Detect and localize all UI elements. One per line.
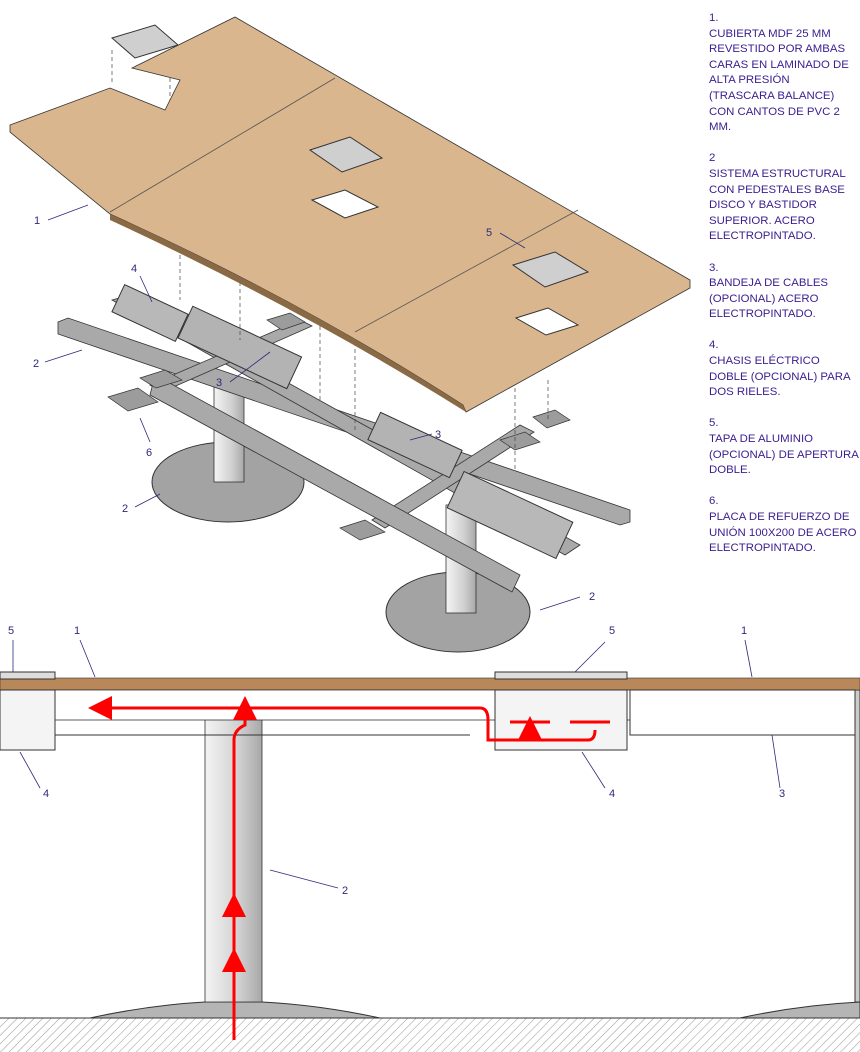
- note-line: DOBLE.: [709, 464, 751, 477]
- note-line: UNIÓN 100X200 DE ACERO: [709, 526, 857, 539]
- section-view: [0, 671, 860, 1052]
- label-cover: 5: [609, 625, 615, 637]
- note-item: 6. PLACA DE REFUERZO DE UNIÓN 100X200 DE A…: [709, 494, 859, 556]
- note-line: BANDEJA DE CABLES: [709, 277, 829, 290]
- cable-tray-right: [367, 411, 463, 479]
- label-pedestal: 2: [122, 503, 128, 515]
- label-tabletop: 1: [74, 625, 80, 637]
- note-line: SUPERIOR. ACERO: [709, 214, 815, 227]
- label-cover: 5: [486, 227, 492, 239]
- section-callouts: 5 1 5 1 4 4 3 2: [8, 625, 785, 897]
- note-line: (TRASCARA BALANCE): [709, 89, 835, 102]
- note-item: 1. CUBIERTA MDF 25 MM REVESTIDO POR AMBAS C…: [709, 11, 859, 136]
- label-tray: 3: [435, 429, 441, 441]
- note-item: 5. TAPA DE ALUMINIO (OPCIONAL) DE APERTURA…: [709, 416, 859, 478]
- label-chassis: 4: [131, 263, 137, 275]
- note-line: CON PEDESTALES BASE: [709, 183, 845, 196]
- note-line: DOS RIELES.: [709, 386, 781, 399]
- note-line: ELECTROPINTADO.: [709, 308, 816, 321]
- note-line: TAPA DE ALUMINIO: [709, 433, 814, 446]
- note-number: 2: [709, 152, 716, 165]
- reinforcement-plates: [107, 312, 571, 541]
- note-line: ELECTROPINTADO.: [709, 230, 816, 243]
- note-number: 1.: [709, 12, 719, 24]
- note-line: ALTA PRESIÓN: [709, 74, 790, 87]
- note-line: PLACA DE REFUERZO DE: [709, 511, 850, 523]
- structural-frame: [57, 283, 631, 593]
- label-cover: 5: [8, 625, 14, 637]
- note-line: CON CANTOS DE PVC 2: [709, 105, 840, 118]
- note-line: CUBIERTA MDF 25 MM: [709, 27, 831, 40]
- cable-path: [88, 696, 610, 1040]
- aluminium-covers: [110, 24, 590, 288]
- electric-chassis-right: [446, 470, 574, 560]
- note-number: 5.: [709, 417, 719, 430]
- note-line: SISTEMA ESTRUCTURAL: [709, 167, 846, 180]
- note-number: 6.: [709, 495, 719, 508]
- label-chassis: 4: [43, 788, 49, 800]
- label-tabletop: 1: [741, 625, 747, 637]
- note-line: REVESTIDO POR AMBAS: [709, 43, 846, 56]
- note-line: MM.: [709, 121, 732, 134]
- label-pedestal: 2: [589, 591, 595, 603]
- note-item: 4. CHASIS ELÉCTRICO DOBLE (OPCIONAL) PARA D…: [709, 338, 859, 400]
- note-line: (OPCIONAL) ACERO: [709, 292, 819, 305]
- label-chassis: 4: [609, 788, 615, 800]
- label-column: 2: [342, 885, 348, 897]
- exploded-callouts: 1 2 4 3 6 2 3 5 2: [33, 204, 595, 611]
- note-line: ELECTROPINTADO.: [709, 542, 816, 555]
- label-tabletop: 1: [34, 215, 40, 227]
- electric-chassis-left: [111, 283, 189, 343]
- cable-tray-left: [177, 305, 303, 390]
- label-tray: 3: [779, 788, 785, 800]
- note-line: (OPCIONAL) DE APERTURA: [709, 448, 859, 461]
- label-plate: 6: [146, 447, 152, 459]
- component-notes: 1. CUBIERTA MDF 25 MM REVESTIDO POR AMBAS C…: [709, 11, 859, 572]
- note-number: 3.: [709, 261, 719, 274]
- note-item: 3. BANDEJA DE CABLES (OPCIONAL) ACERO ELECT…: [709, 261, 859, 323]
- note-number: 4.: [709, 339, 719, 352]
- note-line: DOBLE (OPCIONAL) PARA: [709, 370, 851, 383]
- section-tabletop: [0, 677, 860, 691]
- note-line: CARAS EN LAMINADO DE: [709, 58, 849, 71]
- note-line: DISCO Y BASTIDOR: [709, 199, 817, 212]
- label-frame: 2: [33, 358, 39, 370]
- note-line: CHASIS ELÉCTRICO: [709, 355, 820, 368]
- tabletop: [9, 16, 691, 413]
- label-tray: 3: [216, 377, 222, 389]
